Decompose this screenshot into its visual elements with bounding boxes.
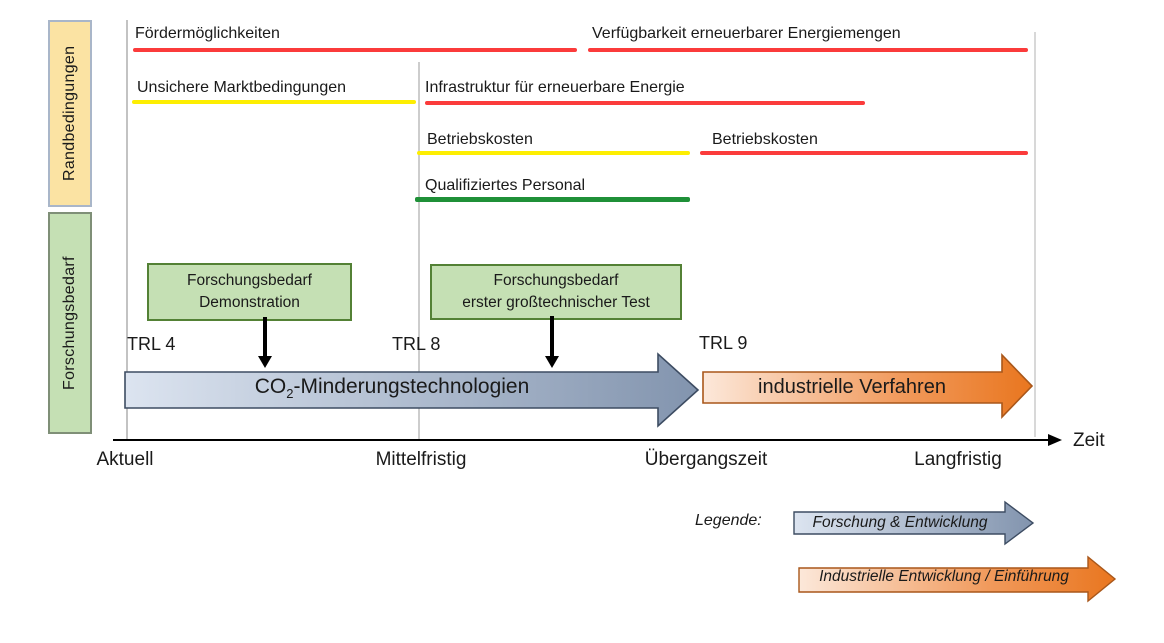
tick-uebergangszeit: Übergangszeit: [644, 449, 768, 470]
research-box-demonstration-line1: Forschungsbedarf: [187, 271, 312, 289]
research-arrow: [124, 352, 700, 428]
tick-aktuell: Aktuell: [96, 449, 154, 470]
down-arrow-demonstration-shaft: [263, 317, 267, 357]
sidebar-randbedingungen-label: Randbedingungen: [61, 45, 78, 182]
down-arrow-test-icon: [545, 356, 559, 368]
research-box-grosstechnischer-test: Forschungsbedarf erster großtechnischer …: [430, 264, 682, 320]
research-arrow-label-sub: 2: [286, 386, 294, 402]
condition-line-personal: [415, 197, 690, 202]
trl-4-label: TRL 4: [127, 334, 176, 354]
condition-line-foerdermoeglichkeiten: [133, 48, 577, 52]
sidebar-forschungsbedarf-label: Forschungsbedarf: [61, 256, 78, 390]
trl-9-label: TRL 9: [699, 333, 748, 353]
condition-line-infrastruktur: [425, 101, 865, 105]
legend-title: Legende:: [695, 512, 762, 529]
research-arrow-label-pre: CO: [254, 375, 287, 398]
axis-arrow-icon: [1048, 434, 1062, 446]
industrial-arrow: [702, 353, 1034, 419]
divider-line-right: [1034, 32, 1036, 437]
condition-label-foerdermoeglichkeiten: Fördermöglichkeiten: [135, 25, 280, 42]
legend-research-arrow: [793, 500, 1035, 546]
sidebar-randbedingungen-box: Randbedingungen: [48, 20, 92, 207]
legend-industrial-label: Industrielle Entwicklung / Einführung: [819, 568, 1069, 585]
condition-line-verfuegbarkeit: [588, 48, 1028, 52]
down-arrow-test-shaft: [550, 316, 554, 357]
condition-label-betriebskosten-lang: Betriebskosten: [712, 131, 818, 148]
industrial-arrow-label: industrielle Verfahren: [758, 376, 946, 398]
tick-mittelfristig: Mittelfristig: [375, 449, 467, 470]
axis-title: Zeit: [1073, 430, 1105, 451]
research-box-demonstration-line2: Demonstration: [199, 294, 300, 311]
time-axis-line: [113, 434, 1062, 446]
divider-line-left: [126, 20, 128, 440]
legend-industrial-arrow: [798, 555, 1117, 603]
condition-line-betriebskosten-lang: [700, 151, 1028, 155]
research-box-test-line1: Forschungsbedarf: [493, 271, 619, 289]
research-box-demonstration: Forschungsbedarf Demonstration: [147, 263, 352, 321]
down-arrow-demonstration-icon: [258, 356, 272, 368]
condition-label-verfuegbarkeit: Verfügbarkeit erneuerbarer Energiemengen: [592, 25, 901, 42]
condition-label-personal: Qualifiziertes Personal: [425, 177, 586, 194]
research-box-test-line2: erster großtechnischer Test: [462, 294, 650, 311]
condition-label-betriebskosten-mittel: Betriebskosten: [427, 131, 533, 148]
trl-8-label: TRL 8: [392, 334, 441, 354]
condition-label-marktbedingungen: Unsichere Marktbedingungen: [137, 79, 347, 96]
condition-line-betriebskosten-mittel: [417, 151, 690, 155]
research-arrow-label-post: -Minderungstechnologien: [293, 375, 530, 398]
legend-research-label: Forschung & Entwicklung: [812, 514, 988, 531]
condition-line-marktbedingungen: [132, 100, 416, 104]
research-arrow-label: CO2-Minderungstechnologien: [124, 375, 660, 401]
sidebar-forschungsbedarf-box: Forschungsbedarf: [48, 212, 92, 434]
tick-langfristig: Langfristig: [914, 449, 1002, 470]
divider-line-middle: [418, 62, 420, 440]
condition-label-infrastruktur: Infrastruktur für erneuerbare Energie: [425, 79, 685, 96]
